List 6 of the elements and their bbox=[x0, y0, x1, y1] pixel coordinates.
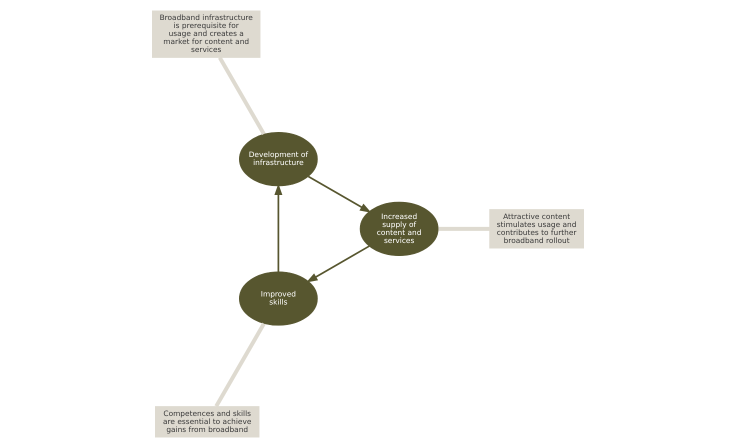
connector bbox=[438, 226, 490, 231]
connector bbox=[214, 322, 266, 408]
connector bbox=[218, 56, 266, 136]
arrow bbox=[274, 184, 282, 272]
arrow bbox=[306, 245, 370, 283]
arrow bbox=[308, 176, 372, 213]
